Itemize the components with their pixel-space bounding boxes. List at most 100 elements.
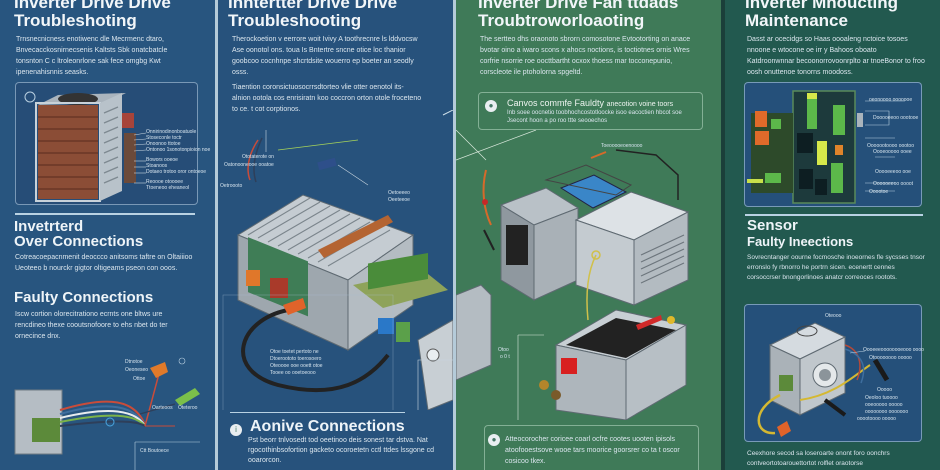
callout-label: oooooooo ooooooo [865, 409, 909, 415]
yellow-cable [757, 393, 781, 435]
panel-intro-text: The sertteo dhs oraonoto sbrorn comosoto… [480, 36, 691, 76]
panel-title-line1: Inverter Drive Drive [14, 0, 171, 12]
circuit-board [248, 237, 308, 317]
callout-box-faulty: ● Canvos commfe Fauldty anecotion voine … [478, 92, 703, 130]
info-icon: i [230, 424, 242, 436]
callout-text: Atteocorocher coricee coarl ocfre cootes… [505, 436, 680, 465]
indicator-circle [105, 417, 115, 427]
callout-label: Stoseconle toctr [146, 135, 182, 141]
warning-icon: ● [485, 100, 497, 112]
cable [241, 308, 390, 393]
warning-icon: ● [488, 434, 500, 446]
inverter-drive-illustration [222, 110, 453, 410]
callout-label: Reoooe otoooee [146, 179, 183, 185]
callout-label: Dtoeroototo toerosoero [270, 356, 322, 362]
panel-mounting-maintenance: Inverter Mnoucting Maintenance Dasst ar … [725, 0, 940, 470]
panel-divider [721, 0, 725, 470]
callout-label: Onoonoo ttotoe [146, 141, 181, 147]
panel-drive-troubleshooting: Inntertter Drive Drive Troubleshooting T… [218, 0, 453, 470]
callout-label: Oooeooooo ooee [873, 149, 912, 155]
red-block [561, 358, 577, 374]
callout-label: Otoe toetet pertoto ne [270, 349, 319, 355]
panel-divider [453, 0, 456, 470]
module-board [368, 252, 428, 290]
callout-text: Inb soee oocnetio toobhochcostotloocke i… [507, 110, 682, 124]
wiring-label: Ottoe [133, 376, 146, 382]
sensor-diagram: Oteooo Oooeeeoooooooeooo oooo Otoooooooo… [744, 304, 924, 442]
right-unit-side [633, 211, 689, 306]
callout-label: Oeeteeoe [388, 197, 410, 203]
section-divider [745, 214, 923, 216]
fin-lines [38, 116, 98, 190]
callout-label: Oetoeeeo [388, 190, 410, 196]
heatsink-fins-front [38, 105, 98, 199]
terminal-block [122, 113, 134, 128]
section-divider [230, 412, 405, 413]
callout-label: Oetroooto [220, 183, 243, 189]
callout-label: Oooooeeoo oooot [873, 181, 914, 187]
callout-label: Oteoooe ooe ooett otoe [270, 363, 323, 369]
faulty-connections-text: Iscw cortion olorecitrationo ecrnts one … [15, 311, 168, 340]
heatsink-device-diagram: Onnirinodinonboatuole Stoseconle toctr O… [15, 82, 210, 205]
wiring-label: Ctt Boutoece [140, 448, 169, 454]
footer-text: Pst beorr tnlvosedt tod oeetinoo deis so… [248, 437, 434, 464]
fan-module-illustration [456, 130, 690, 420]
connector-strip [124, 133, 136, 183]
callout-label: ooootoooo ooooo [857, 416, 896, 422]
section-title-line1: Sensor [747, 217, 798, 234]
callout-label: Ontonoo 1sonotonpioion noe [146, 147, 211, 153]
vents [640, 234, 685, 284]
callout-label: Ooooo [877, 387, 893, 393]
panel-fan-troubleshooting: Inverter Drive Fan ttdads Troubtroworloa… [456, 0, 721, 470]
section-text: Cotreacoepacnmenit deoccco anitsoms taft… [15, 254, 193, 272]
panel-title-line1: Inverter Mnoucting [745, 0, 899, 12]
side-vents [103, 106, 119, 184]
blue-module [559, 174, 628, 209]
copper-bar [318, 215, 393, 258]
orange-wire [482, 169, 492, 226]
cable-plug [283, 298, 306, 315]
callout-label: Oooeeeoooooooeooo oooo [863, 347, 924, 353]
callout-label: Dooooeeoo oootooe [873, 115, 919, 121]
panel-divider [215, 0, 218, 470]
panel-inverter-troubleshooting: Inverter Drive Drive Troubleshoting Trns… [0, 0, 215, 470]
callout-lines [133, 132, 147, 184]
callout-label: oeonoooo ooooooe [869, 97, 913, 103]
callout-label: Dotaeo trotoo oror ontoeoe [146, 169, 207, 175]
control-board-diagram: oeonoooo ooooooe Dooooeeoo oootooe Ooooo… [744, 82, 922, 207]
faulty-connections-title: Faulty Connections [14, 289, 154, 306]
green-connector [175, 388, 200, 406]
orange-connector [150, 362, 168, 378]
callout-heading-rest: anecotion voine toors [606, 101, 674, 108]
open-compartment [566, 318, 676, 358]
panel-intro-text-2: Tiaention coronsictuosocrrsdtorteo vlie … [232, 84, 422, 113]
callout-heading: Canvos commfe Fauldty anecotion voine to… [507, 98, 673, 108]
orange-plug [777, 421, 791, 437]
callout-label: Oteooo [825, 313, 842, 319]
footer-title: Aonive Connections [250, 418, 405, 435]
callout-heading-title: Canvos commfe Fauldty [507, 98, 605, 108]
callout-label: Tooee oo ooetoeooo [270, 370, 316, 376]
blue-capacitor [378, 318, 394, 334]
callout-label: Onnirinodinonboatuole [146, 129, 197, 135]
callout-label: Ooooootoooo oootoo [867, 143, 914, 149]
callout-label: Bowors ooeoe [146, 157, 178, 163]
panel-title-line2: Maintenance [745, 11, 848, 30]
control-board-illustration [747, 90, 905, 204]
wiring-label: Oteteroo [178, 405, 198, 411]
wiring-label: Dtnotoe [125, 359, 143, 365]
callout-label: Ooooeeeoo ooe [875, 169, 911, 175]
callout-label: ooeooooo ooooo [865, 402, 903, 408]
section-title-line2: Faulty Ineections [747, 234, 854, 249]
callout-box-bottom: ● Atteocorocher coricee coarl ocfre coot… [484, 425, 699, 470]
section-text: Sovrecntanger oourne focmosche inoeornes… [747, 254, 925, 281]
panel-title-line1: Inntertter Drive Drive [228, 0, 398, 12]
indicator-circle [24, 91, 36, 103]
black-connector [823, 398, 847, 417]
sensor-housing-illustration [757, 322, 890, 437]
red-component [270, 278, 288, 298]
panel-title-line1: Inverter Drive Fan ttdads [478, 0, 679, 12]
callout-label: Otoo [498, 347, 509, 353]
heatsink-device-illustration [24, 91, 147, 202]
cable-bundle [59, 400, 146, 427]
